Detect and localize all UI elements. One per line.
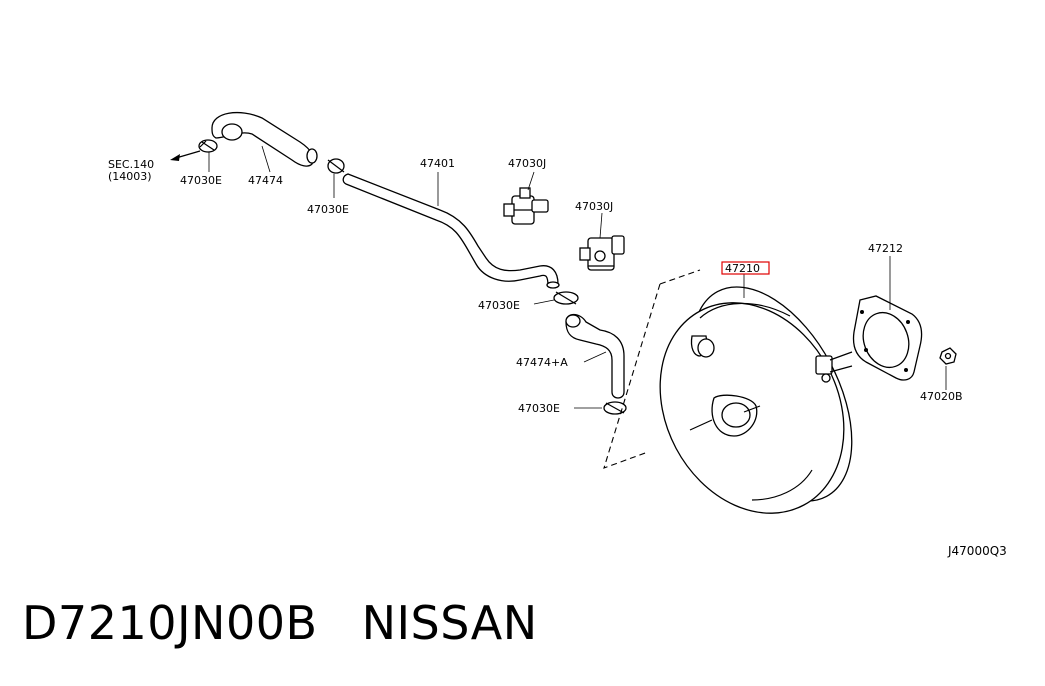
- label-47030e-c: 47030E: [478, 299, 520, 312]
- hose-47474a[interactable]: [565, 313, 625, 399]
- label-47030j-b: 47030J: [575, 200, 613, 213]
- sec-sub-label: (14003): [108, 170, 152, 183]
- connection-dashed-frame: [603, 269, 701, 469]
- clamp-47030e-c[interactable]: [553, 291, 579, 305]
- label-47030e-b: 47030E: [307, 203, 349, 216]
- part-number: D7210JN00B: [22, 596, 318, 650]
- sec-label: SEC.140: [108, 158, 154, 171]
- leader-47030j-b: [599, 212, 603, 239]
- nut-47020b[interactable]: [939, 347, 957, 365]
- diagram-code: J47000Q3: [947, 544, 1007, 558]
- parts-diagram: SEC.140 (14003) 47030E 47474 47030E 4740…: [108, 111, 1007, 558]
- valve-47030j-a[interactable]: [503, 187, 549, 225]
- gasket-47212[interactable]: [852, 295, 923, 381]
- clamp-47030e-d[interactable]: [603, 401, 627, 415]
- valve-47030j-b[interactable]: [579, 235, 625, 271]
- leader-47474a: [583, 351, 607, 363]
- label-47020b: 47020B: [920, 390, 963, 403]
- label-47401: 47401: [420, 157, 455, 170]
- leader-47030e-c: [533, 299, 555, 305]
- leader-47030j-a: [527, 171, 535, 191]
- brand-name: NISSAN: [361, 596, 538, 650]
- highlight-box-47210: [721, 261, 770, 275]
- pipe-47401[interactable]: [342, 173, 560, 289]
- label-47474: 47474: [248, 174, 283, 187]
- clamp-47030e-a[interactable]: [198, 139, 218, 153]
- label-47030e-d: 47030E: [518, 402, 560, 415]
- leader-47474: [261, 145, 271, 173]
- brake-booster-47210[interactable]: [624, 261, 884, 546]
- label-47212: 47212: [868, 242, 903, 255]
- hose-47474[interactable]: [211, 111, 318, 167]
- label-47210[interactable]: 47210: [725, 262, 760, 275]
- caption: D7210JN00B NISSAN: [22, 596, 582, 650]
- label-47030j-a: 47030J: [508, 157, 546, 170]
- label-47030e-a: 47030E: [180, 174, 222, 187]
- sec-arrow: [170, 150, 201, 161]
- label-47474a: 47474+A: [516, 356, 568, 369]
- clamp-47030e-b[interactable]: [327, 158, 345, 174]
